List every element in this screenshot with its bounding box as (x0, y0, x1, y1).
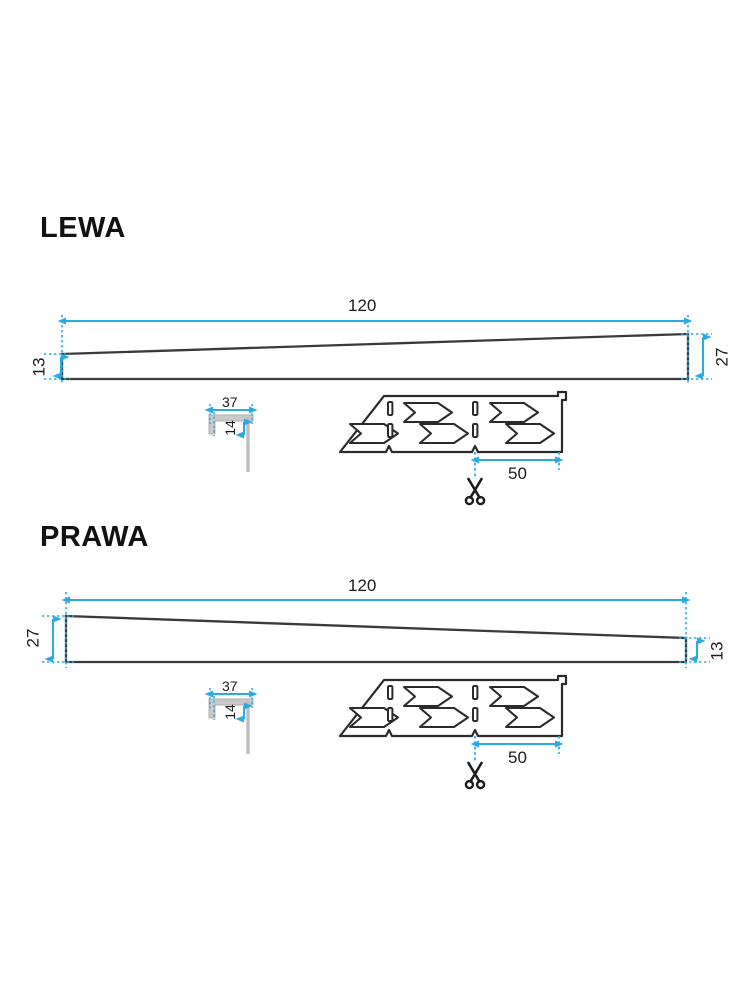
view-lewa (44, 315, 712, 506)
view-heading-prawa: PRAWA (40, 521, 149, 553)
dimension-label-bracket-height-prawa: 14 (221, 704, 238, 720)
dimension-label-left-height-lewa: 13 (29, 357, 49, 377)
scissors-icon (464, 477, 486, 506)
dimension-label-right-height-lewa: 27 (712, 347, 732, 367)
dimension-label-length-lewa: 120 (348, 296, 377, 315)
dimension-label-cut-offset-lewa: 50 (508, 464, 527, 483)
dimension-label-right-height-prawa: 13 (707, 641, 727, 661)
dimension-label-cut-offset-prawa: 50 (508, 748, 527, 767)
view-heading-lewa: LEWA (40, 212, 126, 244)
dimension-label-length-prawa: 120 (348, 576, 377, 595)
profile-outline-prawa (64, 614, 688, 664)
scissors-icon (464, 761, 486, 790)
dimension-label-bracket-width-prawa: 37 (222, 678, 238, 694)
dimension-label-bracket-width-lewa: 37 (222, 394, 238, 410)
dimension-label-bracket-height-lewa: 14 (221, 420, 238, 436)
view-prawa (42, 592, 710, 790)
dimension-label-left-height-prawa: 27 (23, 628, 43, 648)
profile-outline-lewa (60, 332, 690, 381)
